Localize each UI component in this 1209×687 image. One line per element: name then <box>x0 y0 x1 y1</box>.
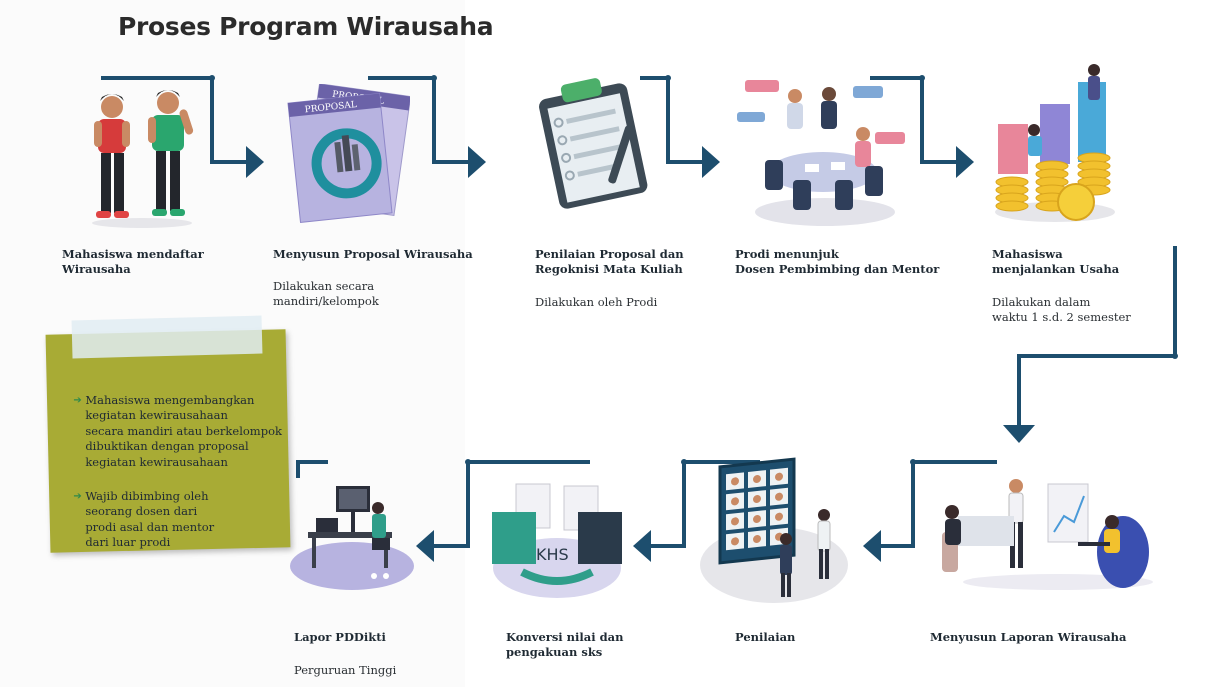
step-label-4: Prodi menunjuk Dosen Pembimbing dan Ment… <box>735 247 940 276</box>
arrowhead-right-4 <box>956 146 974 178</box>
computer-desk-icon <box>290 486 414 590</box>
khs-folders-icon: KHS <box>492 483 622 598</box>
step-label-6: Menyusun Laporan Wirausaha <box>930 630 1127 644</box>
note-item-2: ➔Wajib dibimbing oleh seorang dosen dari… <box>66 473 214 551</box>
connector-7-8 <box>651 460 760 548</box>
clipboard-icon <box>539 78 648 209</box>
connector-4-5 <box>870 76 956 164</box>
page-title: Proses Program Wirausaha <box>118 12 494 41</box>
arrowhead-left-8 <box>416 530 434 562</box>
step-sub-2: Dilakukan secara mandiri/kelompok <box>273 279 379 308</box>
presentation-icon <box>942 479 1153 590</box>
connector-5-6 <box>1017 246 1177 425</box>
step-label-1: Mahasiswa mendaftar Wirausaha <box>62 247 204 276</box>
video-board-icon <box>700 457 848 603</box>
step-sub-5: Dilakukan dalam waktu 1 s.d. 2 semester <box>992 295 1131 324</box>
note-item-text: Wajib dibimbing oleh seorang dosen dari … <box>85 488 215 550</box>
connector-2-3 <box>368 76 468 164</box>
step-label-7: Penilaian <box>735 630 796 644</box>
sticky-note-tape <box>71 315 263 359</box>
arrowhead-right-3 <box>702 146 720 178</box>
connector-9-end <box>296 460 328 478</box>
step-label-2: Menyusun Proposal Wirausaha <box>273 247 473 261</box>
arrowhead-left-6 <box>863 530 881 562</box>
meeting-icon <box>737 80 905 226</box>
arrowhead-left-7 <box>633 530 651 562</box>
step-sub-9: Perguruan Tinggi <box>294 663 397 677</box>
note-item-1: ➔Mahasiswa mengembangkan kegiatan kewira… <box>66 377 282 470</box>
step-label-5: Mahasiswa menjalankan Usaha <box>992 247 1120 276</box>
connector-6-7 <box>881 460 997 548</box>
connector-3-4 <box>640 76 702 164</box>
connector-1-2 <box>101 76 246 164</box>
note-item-text: Mahasiswa mengembangkan kegiatan kewirau… <box>85 392 282 469</box>
students-icon <box>92 90 194 228</box>
step-label-9: Lapor PDDikti <box>294 630 386 644</box>
arrowhead-right-2 <box>468 146 486 178</box>
arrowhead-right-1 <box>246 146 264 178</box>
step-sub-3: Dilakukan oleh Prodi <box>535 295 658 309</box>
bullet-arrow-icon: ➔ <box>73 490 82 502</box>
step-label-3: Penilaian Proposal dan Regoknisi Mata Ku… <box>535 247 684 276</box>
coins-growth-icon <box>995 64 1115 222</box>
arrowhead-down-5 <box>1003 425 1035 443</box>
step-label-8: Konversi nilai dan pengakuan sks <box>506 630 624 659</box>
khs-label: KHS <box>536 545 569 564</box>
bullet-arrow-icon: ➔ <box>73 394 82 406</box>
proposal-icon: PROPOSAL PROPOSAL <box>287 84 410 224</box>
connector-8-9 <box>434 460 590 548</box>
